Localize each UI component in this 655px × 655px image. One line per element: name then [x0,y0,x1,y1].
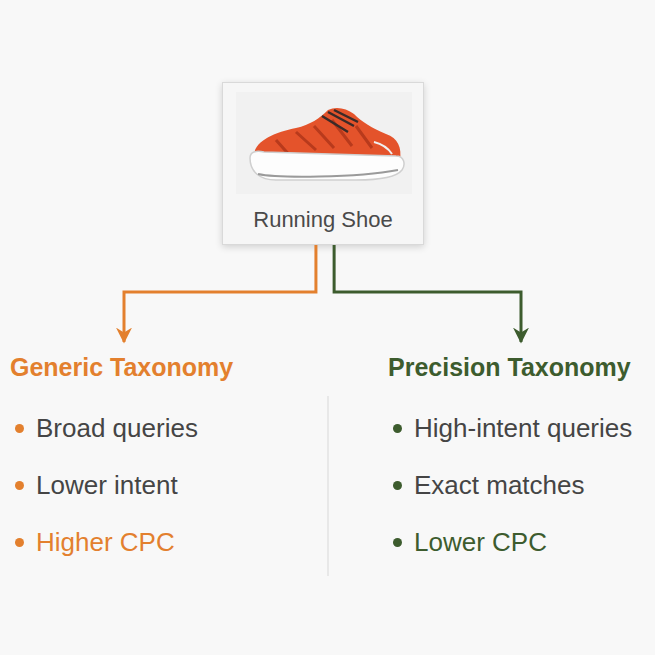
bullet-dot [393,424,402,433]
bullet-item: High-intent queries [388,400,655,457]
shoe-logo [374,142,392,154]
taxonomy-column: Precision TaxonomyHigh-intent queriesExa… [388,342,655,571]
bullet-text: Lower intent [36,470,178,500]
bullet-item: Broad queries [10,400,310,457]
shoe-illustration [236,92,412,194]
box-label: Running Shoe [223,207,423,233]
product-box: Running Shoe [222,82,424,245]
shoe-pattern [276,120,372,158]
column-heading: Generic Taxonomy [10,342,310,392]
column-heading: Precision Taxonomy [388,342,655,392]
elbow-arrow [334,245,521,342]
bullet-text: Exact matches [414,470,585,500]
shoe-laces [322,110,358,132]
bullet-item: Lower intent [10,457,310,514]
bullet-dot [393,538,402,547]
bullet-dot [15,424,24,433]
shoe-sole [250,151,404,180]
bullet-item: Exact matches [388,457,655,514]
bullet-dot [15,538,24,547]
taxonomy-column: Generic TaxonomyBroad queriesLower inten… [10,342,310,571]
shoe-outsole [258,170,398,177]
bullet-text: Lower CPC [414,527,547,557]
bullet-text: Higher CPC [36,527,175,557]
bullet-item: Lower CPC [388,514,655,571]
elbow-arrow [124,245,316,342]
bullet-dot [15,481,24,490]
bullet-text: High-intent queries [414,413,632,443]
bullet-text: Broad queries [36,413,198,443]
bullet-dot [393,481,402,490]
image-background [236,92,412,194]
column-divider [327,396,329,576]
shoe-upper [254,108,400,166]
bullet-item: Higher CPC [10,514,310,571]
